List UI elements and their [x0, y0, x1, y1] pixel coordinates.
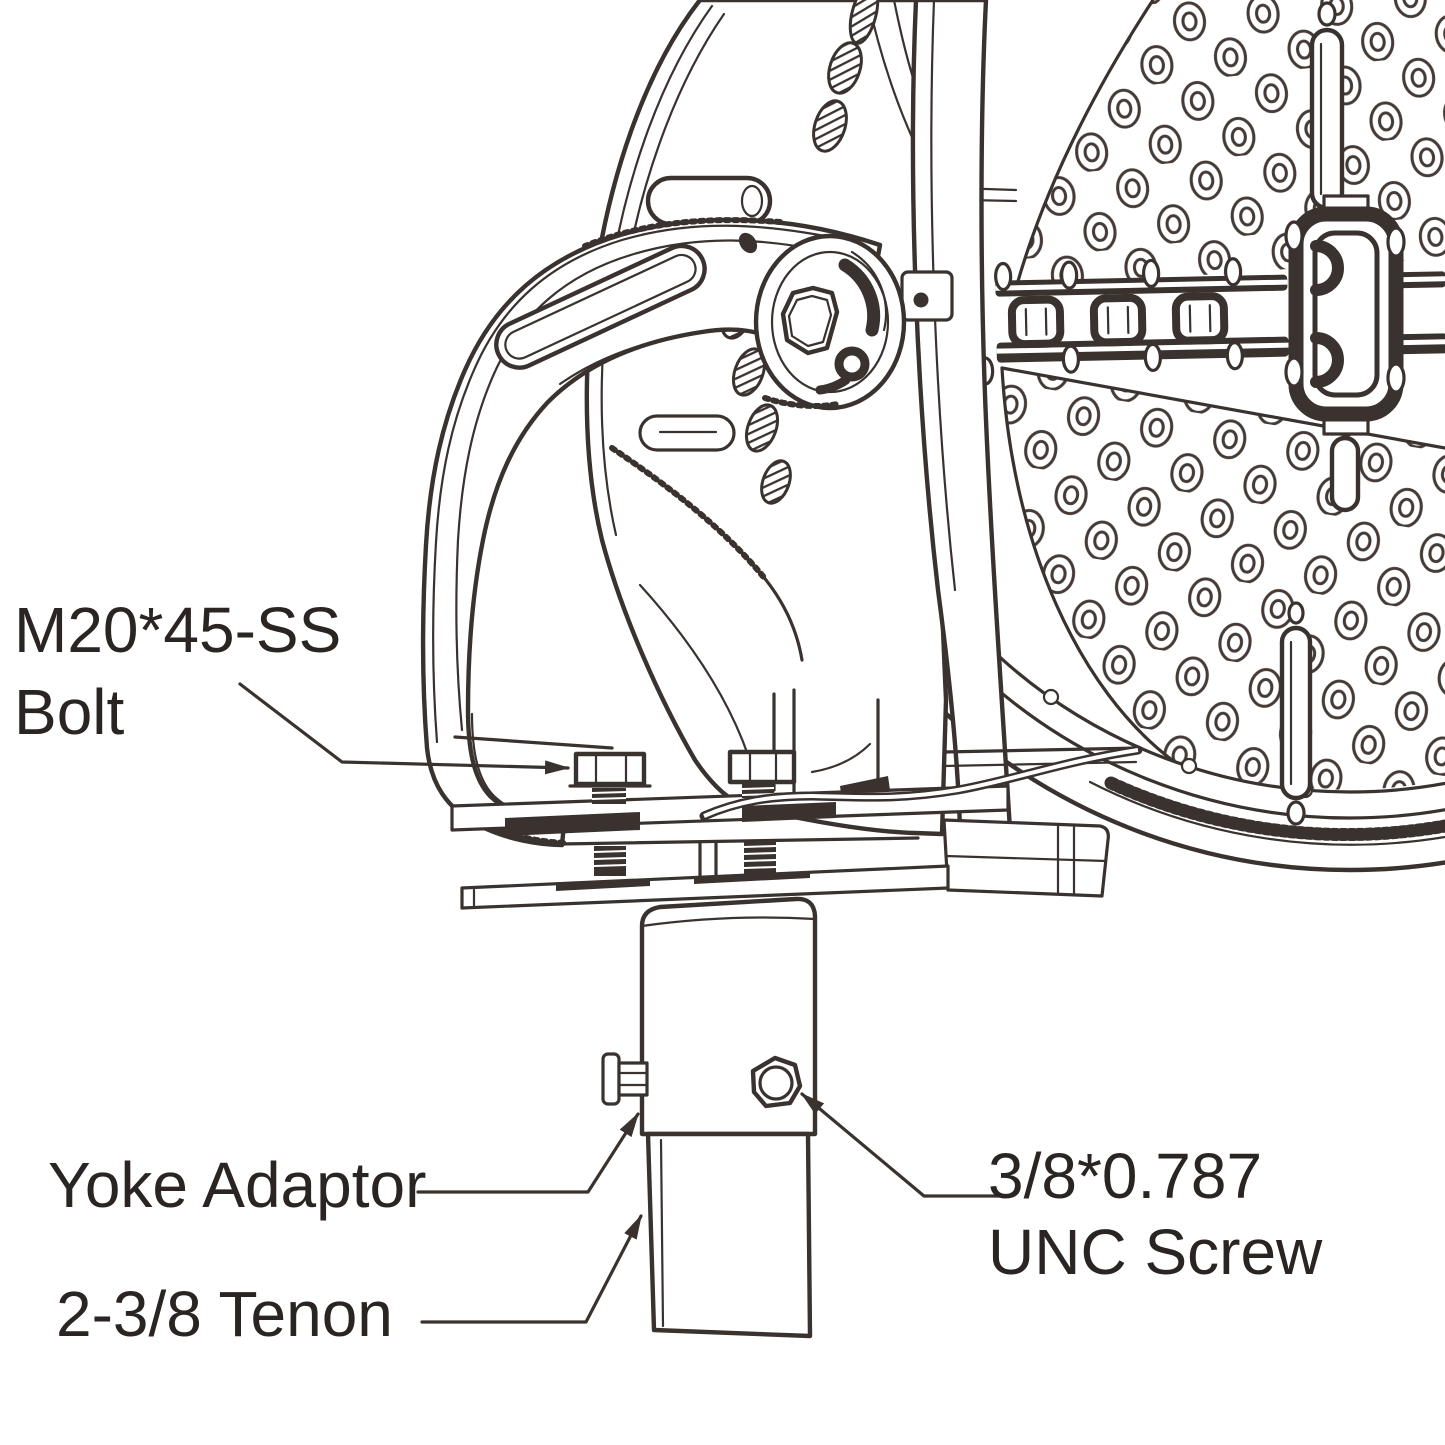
lower-slot-bar: [1279, 625, 1313, 801]
leader-line-bolt: [238, 682, 570, 775]
rim-hatch-band: [1104, 776, 1445, 842]
mounting-bracket: [450, 735, 1143, 910]
pipe-assembly: [601, 896, 818, 1339]
rear-housing: [584, 0, 949, 837]
lower-mount-plate: [460, 864, 950, 910]
unc-screw-label-line2: UNC Screw: [988, 1216, 1323, 1288]
handle-pin: [645, 175, 773, 227]
m20-bolt-left: [568, 751, 652, 876]
frame-arm: [900, 0, 1110, 898]
power-cable: [699, 745, 1143, 821]
unc-screw-label-line1: 3/8*0.787: [988, 1140, 1262, 1212]
m20-bolt-right: [727, 749, 797, 874]
upper-slot-bar: [1309, 27, 1345, 211]
unc-screw-head: [750, 1055, 803, 1109]
tenon-body: [645, 1131, 813, 1339]
bolt-label-line2: Bolt: [14, 676, 125, 748]
leader-line-tenon: [420, 1214, 643, 1324]
yoke-arm-slot: [494, 243, 707, 370]
tenon-label: 2-3/8 Tenon: [56, 1278, 393, 1350]
yoke-adaptor-label: Yoke Adaptor: [48, 1149, 426, 1221]
set-screw-left: [601, 1052, 649, 1106]
leader-line-yoke-adaptor: [416, 1112, 640, 1194]
center-cross-hub: [1279, 1, 1406, 826]
pivot-joint: [738, 232, 907, 411]
bolt-label-line1: M20*45-SS: [14, 594, 341, 666]
callouts: M20*45-SS Bolt Yoke Adaptor 2-3/8 Tenon …: [14, 594, 1323, 1350]
leader-line-unc-screw: [800, 1092, 1002, 1198]
